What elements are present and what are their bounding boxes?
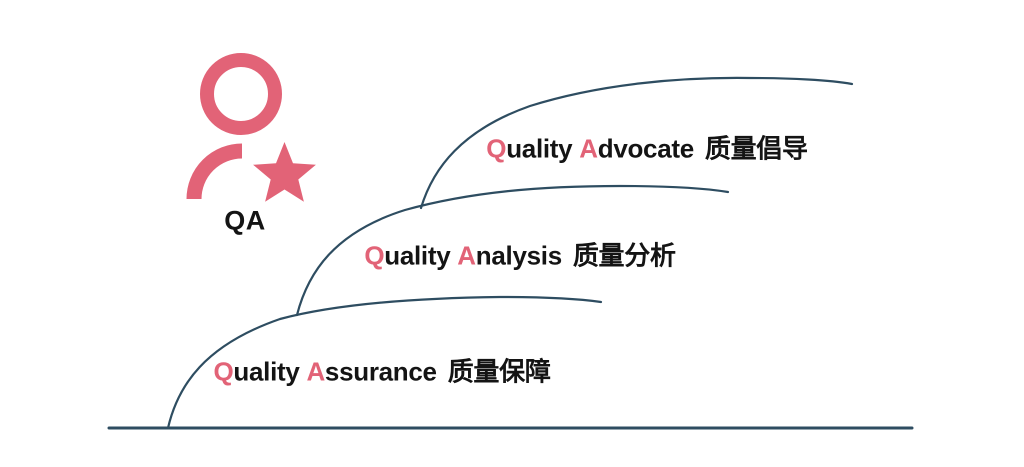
analysis-word1: uality [384,240,458,271]
curve-assurance [166,295,603,430]
star-icon [253,142,316,202]
label-quality-advocate: Quality Advocate 质量倡导 [486,129,808,166]
advocate-word2: dvocate [597,133,694,164]
label-quality-assurance: Quality Assurance 质量保障 [213,352,550,389]
curve-advocate [419,76,854,210]
assurance-word1: uality [233,356,307,387]
assurance-word2: ssurance [324,356,437,387]
label-quality-analysis: Quality Analysis 质量分析 [364,236,676,273]
assurance-q-initial: Q [213,356,234,387]
assurance-chinese: 质量保障 [447,356,551,387]
qa-person-icon [186,53,316,202]
advocate-q-initial: Q [486,133,507,164]
assurance-a-initial: A [306,356,325,387]
analysis-a-initial: A [457,240,476,271]
advocate-word1: uality [506,133,580,164]
advocate-chinese: 质量倡导 [704,133,808,164]
analysis-chinese: 质量分析 [572,240,676,271]
curve-analysis [295,184,730,317]
person-head-icon [200,53,282,135]
person-shoulder-icon [186,143,243,200]
advocate-a-initial: A [579,133,598,164]
analysis-q-initial: Q [364,240,385,271]
qa-caption: QA [224,205,266,236]
analysis-word2: nalysis [475,240,562,271]
